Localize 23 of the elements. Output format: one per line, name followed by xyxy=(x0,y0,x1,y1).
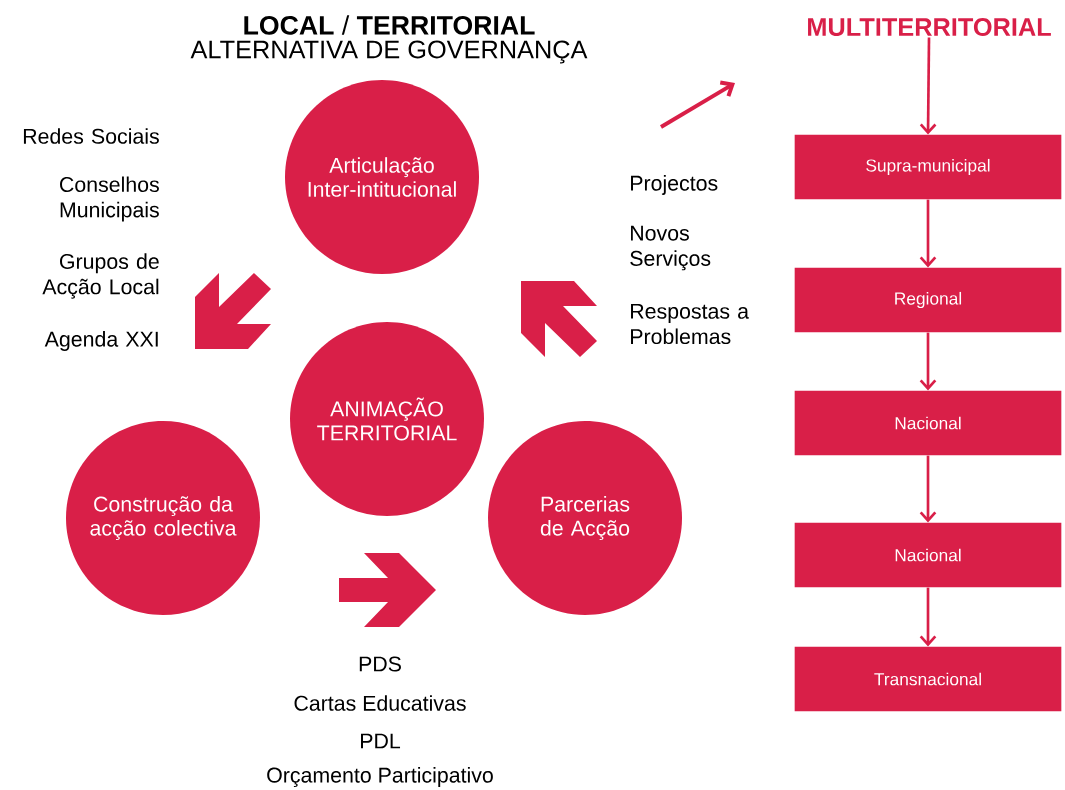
arrow xyxy=(919,455,937,523)
list-item: Novos Serviços xyxy=(630,225,711,271)
level-box: Nacional xyxy=(794,390,1062,456)
arrow xyxy=(919,199,937,268)
level-box: Supra-municipal xyxy=(794,134,1062,200)
list-item: Projectos xyxy=(631,175,718,195)
heading-text: MULTITERRITORIAL xyxy=(808,18,1051,36)
list-item: Orçamento Participativo xyxy=(267,767,493,787)
level-box: Regional xyxy=(794,267,1062,333)
list-item: Conselhos Municipais xyxy=(60,176,159,222)
level-box: Nacional xyxy=(794,522,1062,588)
arrow xyxy=(919,587,937,647)
list-item: PDL xyxy=(361,733,401,749)
list-item: PDS xyxy=(359,656,401,672)
list-item: Redes Sociais xyxy=(23,128,159,144)
arrow xyxy=(919,332,937,391)
list-item: Cartas Educativas xyxy=(294,695,466,711)
title: LOCAL / TERRITORIAL xyxy=(244,15,535,35)
arrow xyxy=(919,37,937,135)
list-item: Agenda XXI xyxy=(44,331,158,351)
list-item: Respostas a Problemas xyxy=(631,303,749,345)
level-box: Transnacional xyxy=(794,646,1062,712)
list-item: Grupos de Acção Local xyxy=(42,253,159,299)
